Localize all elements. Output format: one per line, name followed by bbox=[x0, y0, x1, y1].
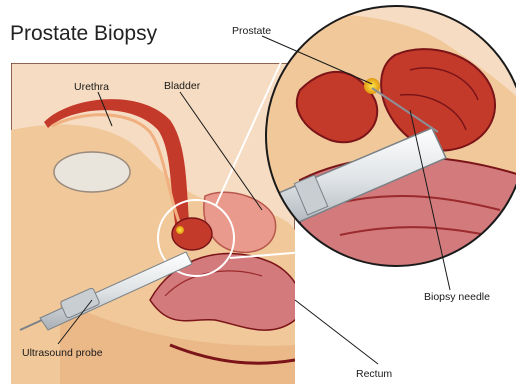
biopsy-target-small bbox=[176, 226, 184, 234]
label-rectum: Rectum bbox=[356, 368, 392, 380]
label-biopsy-needle: Biopsy needle bbox=[424, 291, 490, 303]
label-prostate: Prostate bbox=[232, 25, 271, 37]
zoom-inset bbox=[260, 0, 516, 280]
label-urethra: Urethra bbox=[74, 81, 109, 93]
label-bladder: Bladder bbox=[164, 80, 201, 92]
label-ultrasound-probe: Ultrasound probe bbox=[22, 347, 103, 359]
prostate-small bbox=[172, 218, 212, 250]
pubic-bone bbox=[54, 152, 130, 192]
main-panel bbox=[11, 63, 301, 384]
